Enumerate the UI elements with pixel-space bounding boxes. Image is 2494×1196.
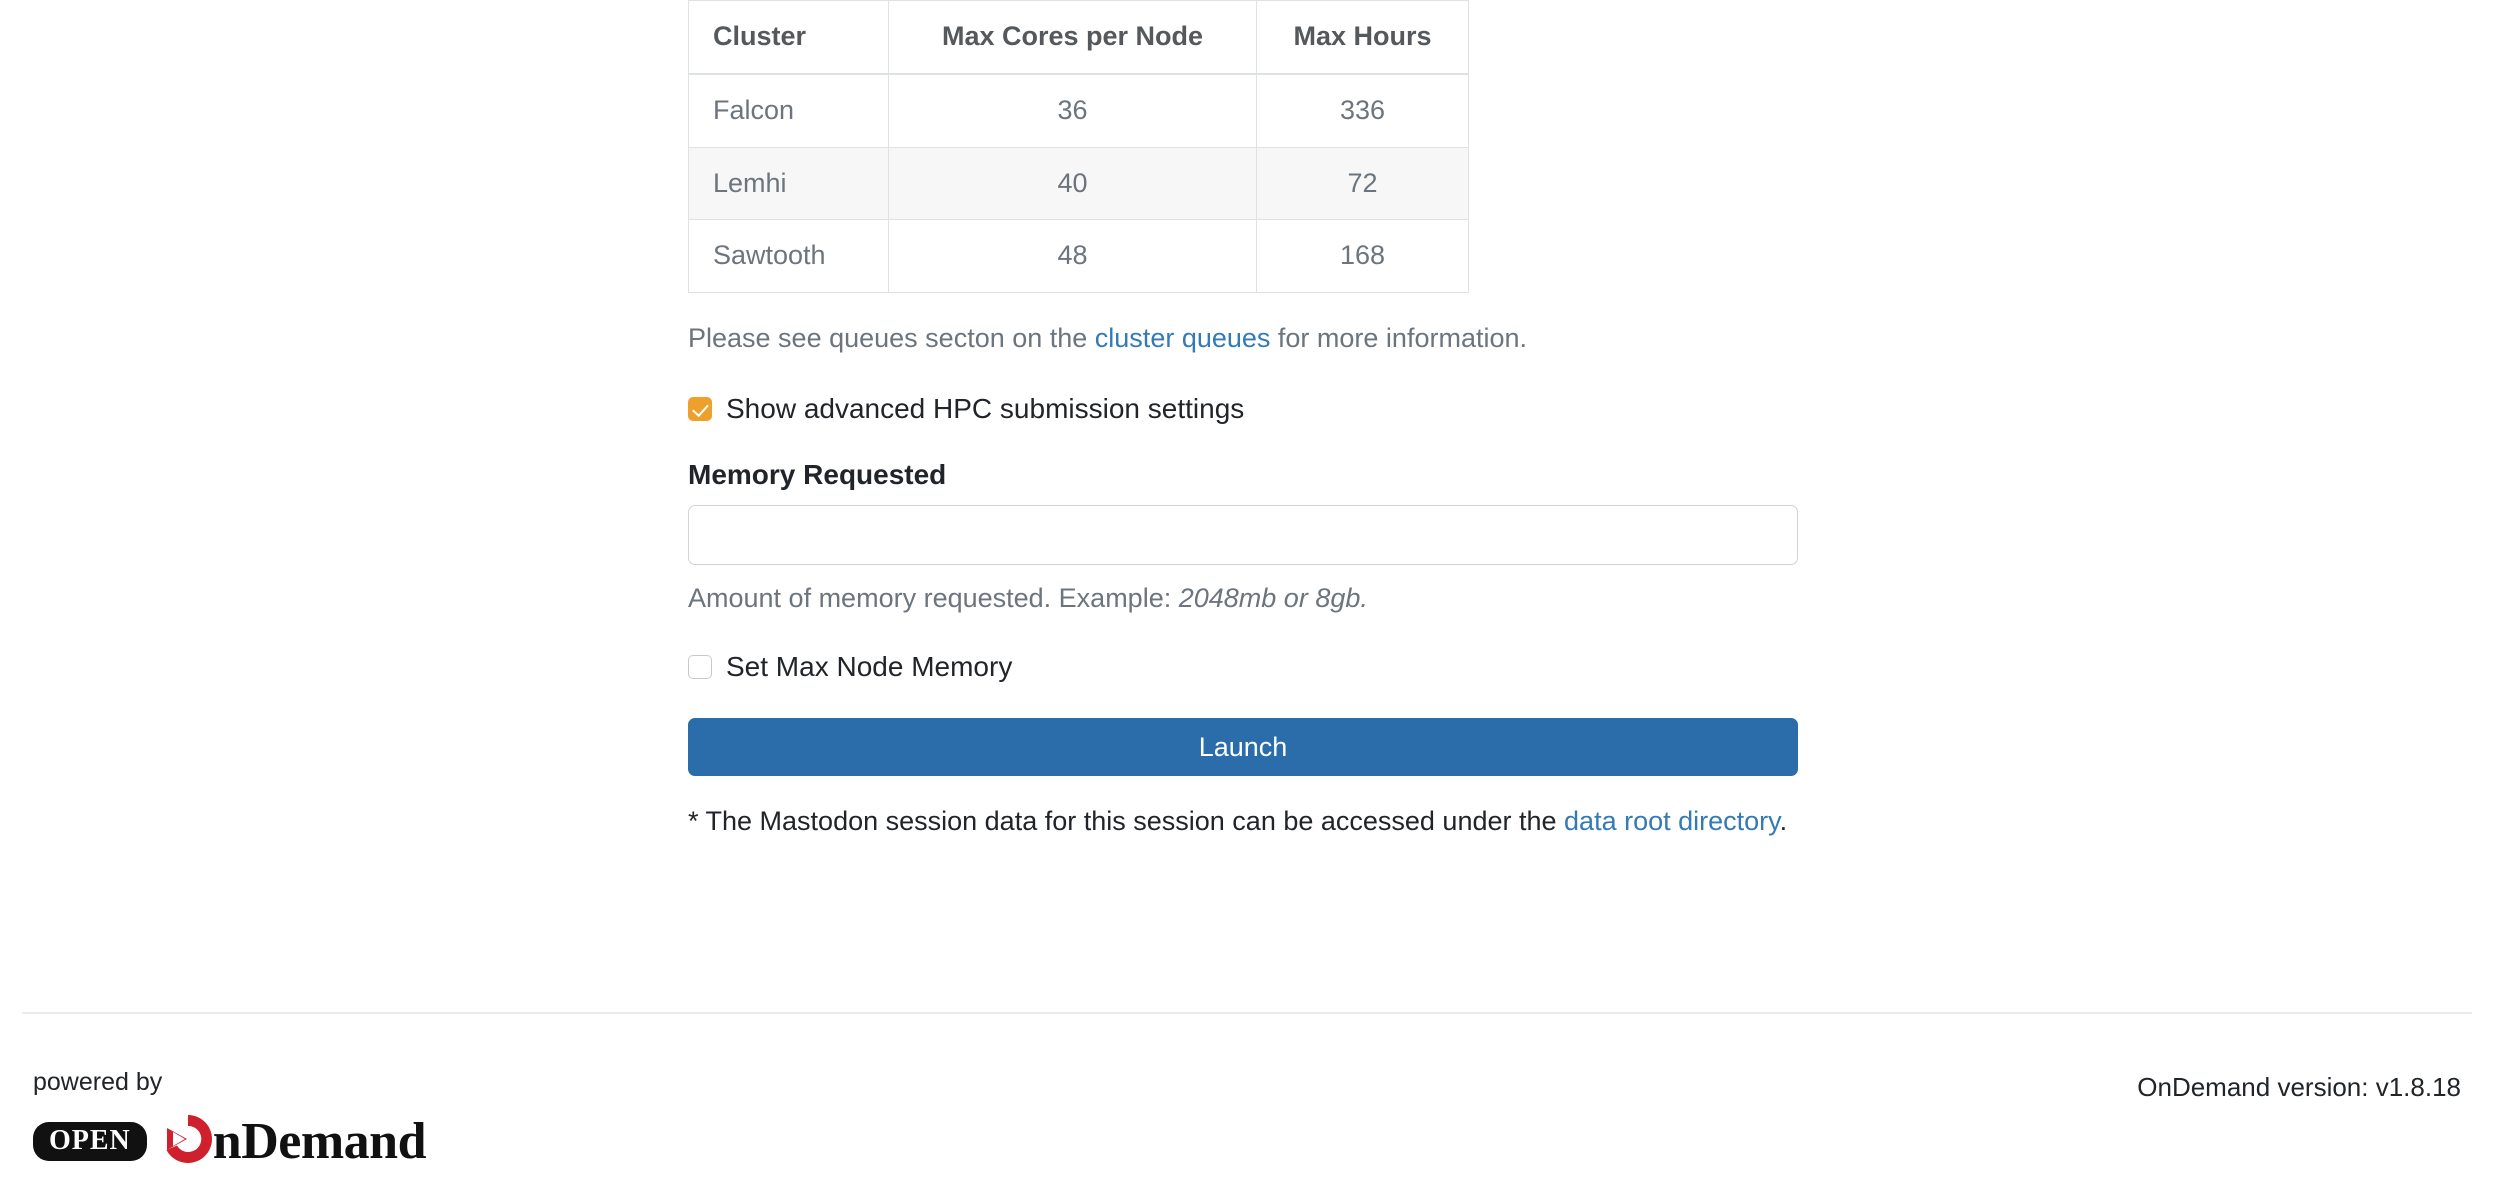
queues-note-before: Please see queues secton on the	[688, 323, 1095, 353]
footer-divider	[22, 1012, 2472, 1014]
main-content: Cluster Max Cores per Node Max Hours Fal…	[688, 0, 1798, 840]
cell-max-cores: 36	[888, 73, 1257, 148]
table-header-row: Cluster Max Cores per Node Max Hours	[688, 0, 1469, 75]
cluster-limits-table: Cluster Max Cores per Node Max Hours Fal…	[688, 0, 1469, 293]
table-row: Falcon 36 336	[688, 73, 1469, 148]
queues-note: Please see queues secton on the cluster …	[688, 293, 1798, 358]
ondemand-mark: nDemand	[161, 1112, 427, 1171]
memory-requested-help: Amount of memory requested. Example: 204…	[688, 565, 1798, 616]
checkbox-checked-icon[interactable]	[688, 396, 712, 421]
table-row: Sawtooth 48 168	[688, 219, 1469, 293]
table-header-max-cores: Max Cores per Node	[888, 0, 1257, 75]
queues-note-after: for more information.	[1270, 323, 1527, 353]
memory-requested-input[interactable]	[688, 505, 1798, 566]
open-pill-badge: OPEN	[33, 1121, 147, 1162]
table-head: Cluster Max Cores per Node Max Hours	[688, 0, 1469, 75]
memory-help-prefix: Amount of memory requested. Example:	[688, 583, 1179, 614]
table-row: Lemhi 40 72	[688, 146, 1469, 221]
max-node-memory-label: Set Max Node Memory	[726, 651, 1013, 683]
ondemand-version: OnDemand version: v1.8.18	[2137, 1072, 2461, 1102]
cell-cluster: Sawtooth	[688, 219, 889, 293]
page-footer: powered by OPEN nDemand OnDemand version…	[0, 1012, 2494, 1196]
cell-max-hours: 336	[1256, 73, 1469, 148]
table-header-cluster: Cluster	[688, 0, 889, 75]
launch-button[interactable]: Launch	[688, 718, 1798, 777]
cell-max-cores: 40	[888, 146, 1257, 221]
session-data-footnote: * The Mastodon session data for this ses…	[688, 776, 1798, 840]
ondemand-logo[interactable]: OPEN nDemand	[33, 1112, 427, 1171]
advanced-settings-checkbox-row[interactable]: Show advanced HPC submission settings	[688, 358, 1798, 426]
powered-by-label: powered by	[33, 1068, 163, 1096]
ondemand-wordmark: nDemand	[212, 1112, 427, 1170]
checkbox-unchecked-icon[interactable]	[688, 655, 712, 680]
cell-max-cores: 48	[888, 219, 1257, 293]
advanced-settings-label: Show advanced HPC submission settings	[726, 392, 1245, 424]
cell-cluster: Falcon	[688, 73, 889, 148]
max-node-memory-checkbox-row[interactable]: Set Max Node Memory	[688, 616, 1798, 684]
cell-max-hours: 72	[1256, 146, 1469, 221]
memory-requested-label: Memory Requested	[688, 459, 947, 491]
ondemand-o-play-icon	[161, 1112, 215, 1171]
footnote-after: .	[1779, 806, 1788, 837]
cell-cluster: Lemhi	[688, 146, 889, 221]
memory-help-example: 2048mb or 8gb.	[1178, 583, 1368, 614]
footnote-before: * The Mastodon session data for this ses…	[688, 806, 1565, 837]
table-body: Falcon 36 336 Lemhi 40 72 Sawtooth 48 16…	[688, 73, 1469, 293]
table-header-max-hours: Max Hours	[1256, 0, 1469, 75]
data-root-directory-link[interactable]: data root directory	[1564, 806, 1780, 837]
cluster-queues-link[interactable]: cluster queues	[1094, 323, 1271, 353]
cell-max-hours: 168	[1256, 219, 1469, 293]
